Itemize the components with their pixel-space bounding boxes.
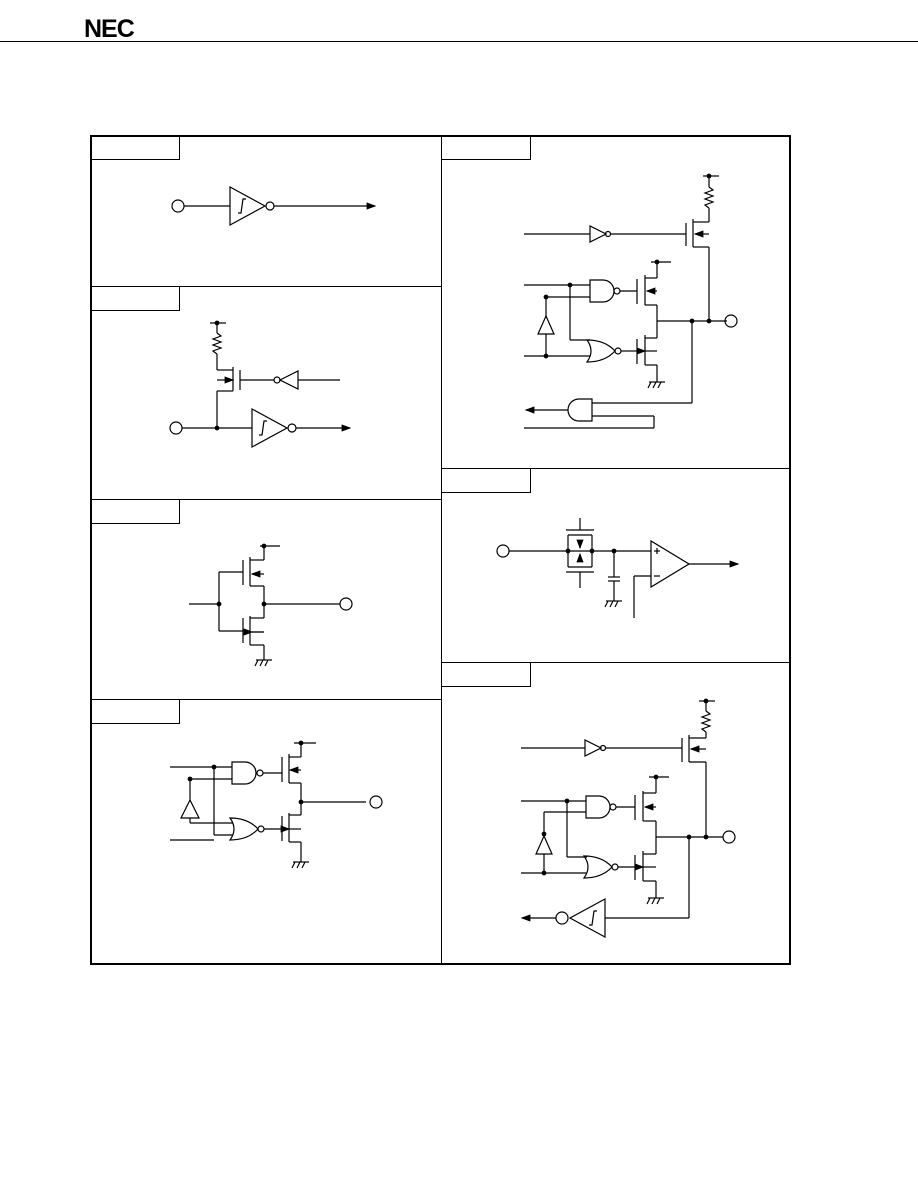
schmitt-input-diagram — [171, 185, 377, 227]
left-divider-2 — [90, 499, 441, 500]
enable-inverter-symbol — [535, 834, 553, 855]
center-divider — [441, 135, 442, 965]
control-inverter-symbol — [278, 370, 299, 390]
left-divider-3 — [90, 699, 441, 700]
pullup-resistor-symbol — [211, 332, 223, 355]
pin-circle — [496, 544, 510, 558]
and-gate-symbol — [567, 398, 593, 422]
hysteresis-icon — [259, 420, 267, 436]
nec-logo: NEC — [84, 15, 135, 43]
pullup-resistor-symbol — [700, 710, 712, 733]
nand-gate-symbol — [589, 279, 615, 303]
left-divider-1 — [90, 286, 441, 287]
comparator-symbol — [650, 539, 691, 589]
open-drain-io-diagram — [524, 173, 738, 429]
analog-input-diagram — [496, 518, 740, 618]
schmitt-buffer-symbol — [229, 185, 267, 227]
pin-circle — [339, 597, 353, 611]
hysteresis-icon — [589, 910, 597, 926]
pin-circle — [724, 314, 738, 328]
nor-gate-symbol — [582, 855, 613, 879]
pin-circle — [369, 795, 383, 809]
pin-circle — [169, 421, 183, 435]
pin-circle — [722, 830, 736, 844]
pullup-schmitt-input-diagram — [169, 320, 352, 449]
type-label-tab — [90, 286, 180, 311]
nor-gate-symbol — [228, 817, 259, 841]
right-divider-2 — [441, 662, 791, 663]
pin-circle — [171, 199, 185, 213]
type-label-tab — [90, 499, 180, 524]
nand-gate-symbol — [231, 761, 257, 785]
inverter-bubble — [265, 201, 275, 211]
header-rule — [0, 41, 918, 42]
hysteresis-icon — [238, 198, 246, 214]
cmos-output-diagram — [189, 543, 353, 667]
enable-inverter-symbol — [180, 798, 200, 819]
type-label-tab — [90, 135, 180, 160]
type-label-tab — [441, 468, 531, 493]
enable-inverter-symbol — [537, 314, 555, 335]
type-label-tab — [90, 699, 180, 724]
schmitt-buffer-symbol — [568, 897, 606, 939]
type-label-tab — [441, 662, 531, 687]
right-divider-1 — [441, 468, 791, 469]
schmitt-buffer-symbol — [251, 407, 289, 449]
nor-gate-symbol — [585, 339, 616, 363]
buffer-inverter-symbol — [589, 225, 608, 243]
diagram-frame — [90, 135, 791, 965]
buffer-inverter-symbol — [584, 739, 603, 757]
tristate-output-diagram — [170, 740, 383, 869]
pullup-resistor-symbol — [703, 186, 715, 209]
nand-gate-symbol — [585, 795, 611, 819]
type-label-tab — [441, 135, 531, 160]
pullup-tristate-schmitt-io-diagram — [520, 698, 736, 939]
